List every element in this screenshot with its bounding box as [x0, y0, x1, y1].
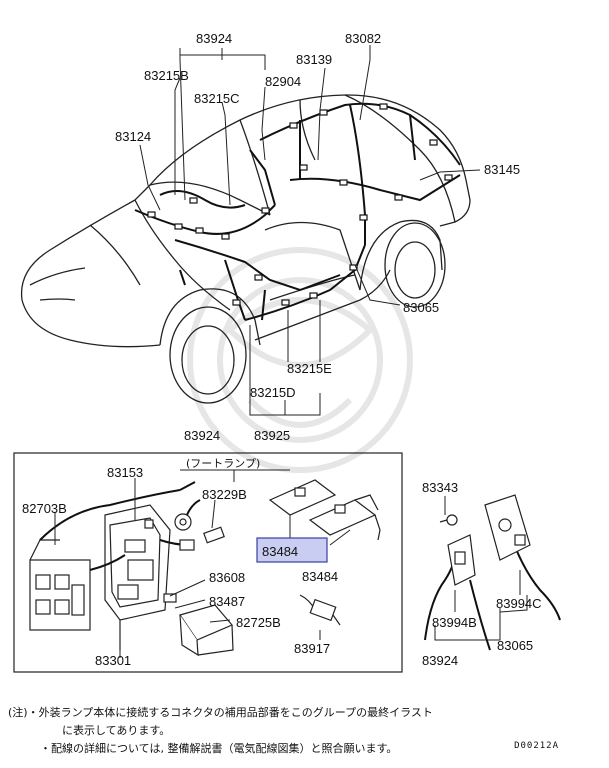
foot-lamp-label: (フートランプ): [186, 457, 260, 470]
part-label-83139: 83139: [296, 52, 332, 67]
part-label-83994c: 83994C: [496, 596, 542, 611]
note-line-2: に表示してあります。: [62, 724, 171, 737]
note-line-1: (注)・外装ランプ本体に接続するコネクタの補用品部番をこのグループの最終イラスト: [8, 706, 433, 719]
part-label-83215b: 83215B: [144, 68, 189, 83]
part-label-83215d: 83215D: [250, 385, 296, 400]
connector-83917: [299, 594, 341, 626]
ecu-82725b: [179, 604, 234, 657]
part-label-83215e: 83215E: [287, 361, 332, 376]
part-label-83608: 83608: [209, 570, 245, 585]
part-label-83124: 83124: [115, 129, 151, 144]
harness-connectors: [147, 103, 453, 306]
connector-83484: [268, 479, 381, 541]
part-label-83343: 83343: [422, 480, 458, 495]
part-label-83924-mid: 83924: [184, 428, 220, 443]
clip-83608: [163, 593, 177, 603]
part-label-83229b: 83229B: [202, 487, 247, 502]
part-label-82904: 82904: [265, 74, 301, 89]
leader-lines-right: [434, 496, 528, 641]
part-label-83082: 83082: [345, 31, 381, 46]
part-label-83994b: 83994B: [432, 615, 477, 630]
part-label-83484: 83484: [302, 569, 338, 584]
part-label-83484-highlighted[interactable]: 83484: [262, 544, 298, 559]
part-label-83215c: 83215C: [194, 91, 240, 106]
part-label-83924-top: 83924: [196, 31, 232, 46]
diagram-code: D00212A: [514, 741, 559, 751]
part-label-82725b: 82725B: [236, 615, 281, 630]
junction-block-83301: [104, 504, 171, 650]
part-label-83153: 83153: [107, 465, 143, 480]
note-line-3: ・配線の詳細については, 整備解説書（電気配線図集）と照合願います。: [40, 742, 398, 755]
part-label-83925: 83925: [254, 428, 290, 443]
detail-box-frame: [13, 452, 403, 673]
part-label-83065-main: 83065: [403, 300, 439, 315]
leader-lines-box: [54, 478, 351, 658]
watermark-seal: [187, 247, 413, 473]
part-label-83487: 83487: [209, 594, 245, 609]
leader-lines-top: [139, 45, 481, 416]
highlight-83484[interactable]: [256, 537, 328, 563]
right-detail-parts: [439, 494, 531, 586]
part-label-83924-right: 83924: [422, 653, 458, 668]
part-label-83301: 83301: [95, 653, 131, 668]
car-body: [20, 94, 471, 404]
wiring-harness: [134, 102, 461, 321]
grommet-83229b: [174, 513, 225, 551]
foot-lamp-bracket: [180, 469, 290, 482]
part-label-83917: 83917: [294, 641, 330, 656]
part-label-83065-right: 83065: [497, 638, 533, 653]
relay-box-82703b: [29, 539, 91, 631]
part-label-82703b: 82703B: [22, 501, 67, 516]
part-label-83145: 83145: [484, 162, 520, 177]
